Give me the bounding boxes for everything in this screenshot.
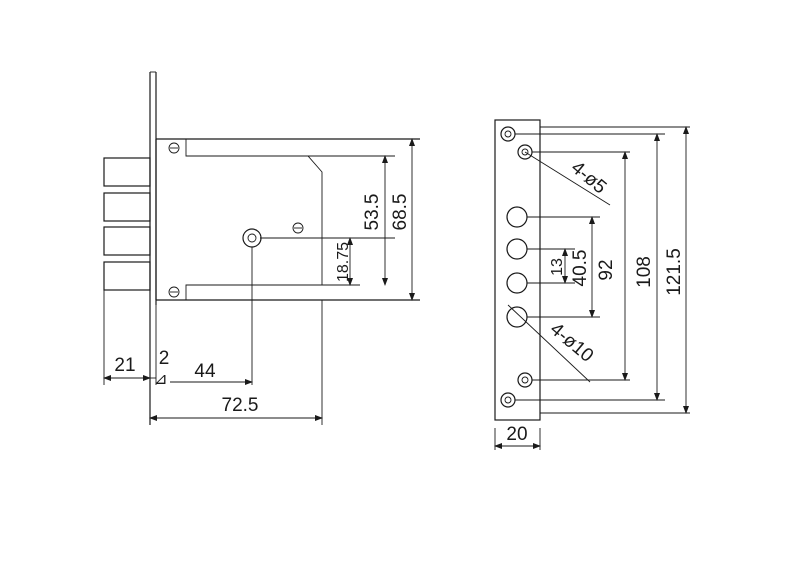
bolt-hole-2 bbox=[506, 238, 528, 260]
dim-2-label: 2 bbox=[159, 348, 170, 369]
screw-bottom-left bbox=[168, 286, 180, 298]
screw-hole-top-1 bbox=[500, 126, 516, 142]
bolt-group bbox=[103, 157, 151, 291]
dim-21-label: 21 bbox=[114, 355, 135, 376]
dim-121-5-label: 121.5 bbox=[664, 248, 685, 296]
dim-68-5-label: 68.5 bbox=[390, 194, 411, 231]
faceplate-front-view: 13 40.5 92 108 121.5 4-ø5 4-ø10 20 bbox=[494, 119, 690, 450]
screw-small bbox=[292, 222, 304, 234]
screw-hole-bottom-2 bbox=[500, 392, 516, 408]
dim-hole5-label: 4-ø5 bbox=[567, 157, 610, 198]
dim-20-label: 20 bbox=[506, 424, 527, 445]
dim-2-tick: ⊿ bbox=[154, 371, 167, 388]
dim-72-5-label: 72.5 bbox=[222, 395, 259, 416]
faceplate-rect bbox=[494, 119, 541, 421]
screw-hole-bottom-1 bbox=[517, 372, 533, 388]
bolt-hole-3 bbox=[506, 272, 528, 294]
bolt-hole-1 bbox=[506, 206, 528, 228]
spindle-hole bbox=[242, 228, 262, 248]
dim-hole10-label: 4-ø10 bbox=[546, 319, 598, 367]
leader-hole5 bbox=[524, 151, 611, 206]
leader-hole10 bbox=[507, 304, 591, 383]
bolt-2 bbox=[103, 192, 151, 222]
bolt-3 bbox=[103, 226, 151, 256]
screw-top-left bbox=[168, 142, 180, 154]
dim-44-label: 44 bbox=[194, 361, 216, 382]
lock-side-view: 18.75 53.5 68.5 21 2 ⊿ 44 72.5 bbox=[103, 71, 420, 425]
bolt-1 bbox=[103, 157, 151, 187]
dim-13-label: 13 bbox=[549, 258, 566, 276]
dim-18-75-label: 18.75 bbox=[335, 242, 352, 282]
inner-bracket bbox=[185, 139, 323, 300]
bolt-hole-4 bbox=[506, 306, 528, 328]
dim-92-label: 92 bbox=[596, 259, 617, 280]
dim-108-label: 108 bbox=[634, 256, 655, 288]
dim-53-5-label: 53.5 bbox=[362, 194, 383, 231]
dim-40-5-label: 40.5 bbox=[570, 250, 591, 287]
bolt-4 bbox=[103, 261, 151, 291]
